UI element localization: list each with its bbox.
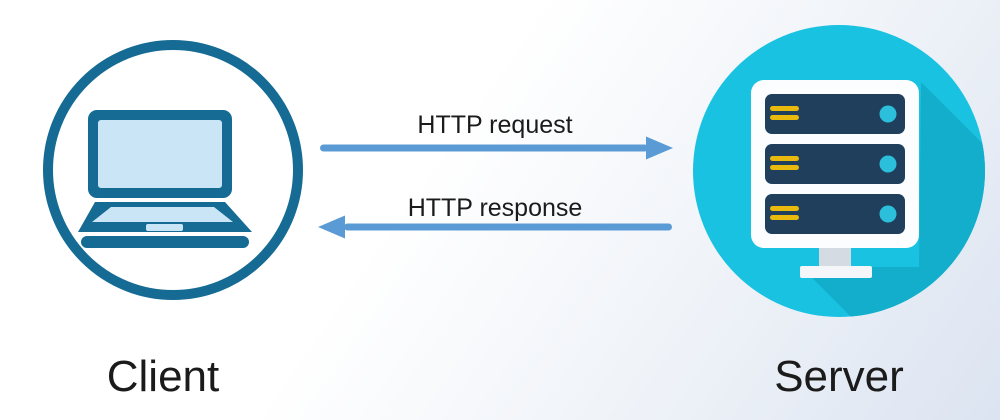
server-rack-unit <box>765 94 905 134</box>
client-label: Client <box>106 352 220 401</box>
rack-indicator-light <box>879 155 897 173</box>
server-rack-unit <box>765 144 905 184</box>
rack-vent-bar <box>770 106 799 111</box>
rack-indicator-light <box>879 205 897 223</box>
server-rack-unit <box>765 194 905 234</box>
flow-arrows <box>318 136 673 239</box>
rack-vent-bar <box>770 215 799 220</box>
request-arrow-head <box>646 136 673 160</box>
laptop-keyboard <box>92 207 233 222</box>
rack-vent-bar <box>770 156 799 161</box>
rack-vent-bar <box>770 165 799 170</box>
rack-vent-bar <box>770 115 799 120</box>
laptop-screen <box>98 120 222 188</box>
response-arrow-head <box>318 215 345 239</box>
http-response-arrow <box>318 215 672 239</box>
response-arrow-shaft <box>344 223 672 231</box>
http-request-arrow <box>320 136 673 160</box>
server-stand-base <box>800 266 872 278</box>
laptop-icon <box>78 110 252 248</box>
rack-vent-bar <box>770 206 799 211</box>
request-arrow-shaft <box>320 144 648 152</box>
server-icon <box>751 80 919 278</box>
laptop-base-bar <box>81 236 249 248</box>
laptop-trackpad <box>146 224 183 231</box>
http-request-label: HTTP request <box>417 111 573 139</box>
client-node <box>43 40 303 300</box>
server-label: Server <box>774 352 904 401</box>
rack-indicator-light <box>879 105 897 123</box>
http-response-label: HTTP response <box>407 194 583 222</box>
